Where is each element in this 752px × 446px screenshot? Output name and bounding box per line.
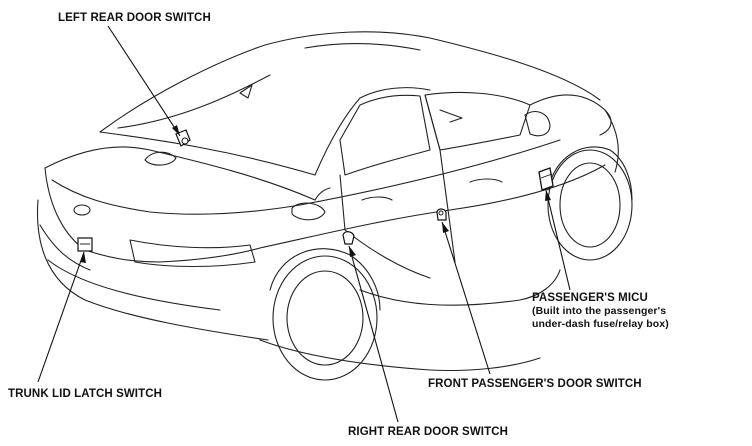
micu-subtitle-line1: (Built into the passenger's (532, 305, 667, 317)
micu-subtitle-line2: under-dash fuse/relay box) (532, 318, 669, 330)
arrow-right-rear (349, 246, 356, 257)
leader-micu (545, 189, 571, 291)
label-right-rear-door-switch: RIGHT REAR DOOR SWITCH (348, 426, 508, 438)
component-micu (538, 167, 554, 191)
label-passengers-micu: PASSENGER'S MICU (Built into the passeng… (532, 292, 669, 331)
leader-trunk (37, 251, 85, 383)
component-right-rear-switch (342, 231, 355, 245)
component-trunk-latch-switch (77, 237, 93, 252)
car-body (36, 31, 633, 381)
arrow-trunk (80, 252, 86, 263)
micu-title: PASSENGER'S MICU (532, 292, 648, 304)
label-trunk-lid-latch-switch: TRUNK LID LATCH SWITCH (8, 388, 163, 400)
label-front-passenger-door-switch: FRONT PASSENGER'S DOOR SWITCH (428, 378, 642, 390)
leader-left-rear (107, 25, 181, 137)
leader-right-rear (348, 245, 399, 423)
arrow-micu (545, 190, 551, 201)
label-left-rear-door-switch: LEFT REAR DOOR SWITCH (58, 12, 211, 24)
arrow-front-passenger (442, 222, 449, 233)
component-left-rear-switch (175, 129, 191, 147)
leader-front-passenger (441, 221, 491, 375)
component-front-passenger-switch (436, 208, 447, 221)
arrow-left-rear (172, 125, 180, 136)
